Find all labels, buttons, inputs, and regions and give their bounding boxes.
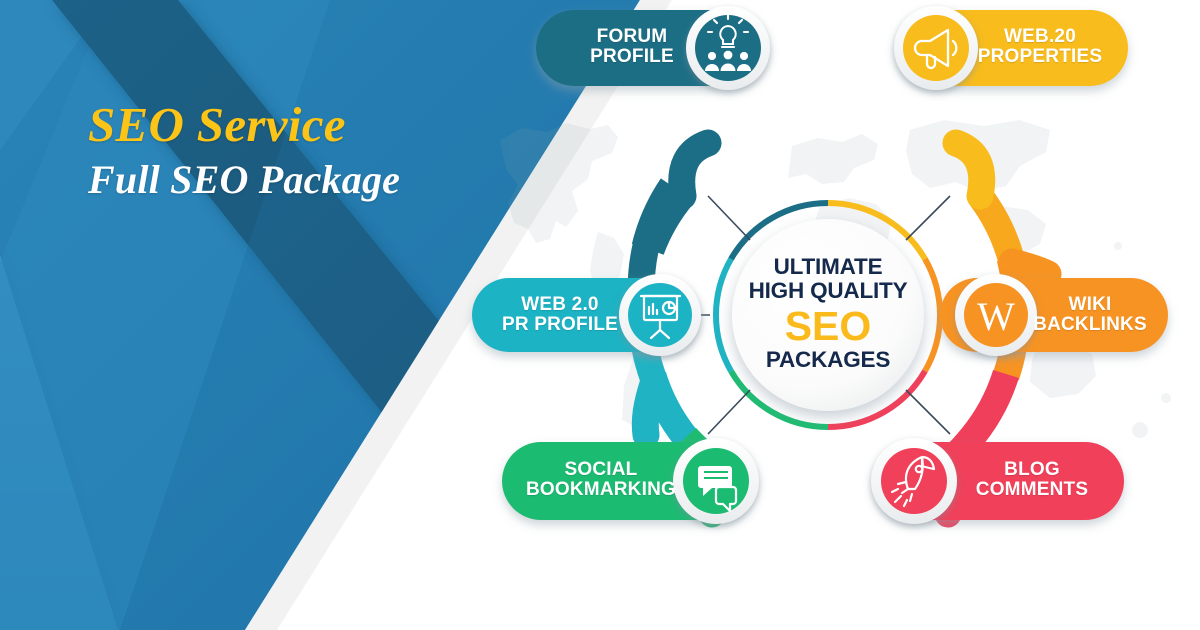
node-blog-comments-icon [871,438,957,524]
rocket-icon [890,455,936,508]
diagram-graphics: W [472,6,1171,528]
page-title: SEO Service [88,97,346,152]
page-subtitle: Full SEO Package [88,156,401,202]
lightbulb-people-icon [706,13,750,49]
node-web20-pr-profile-icon [619,274,701,356]
node-forum-profile-icon [686,6,770,90]
hub-circle [732,219,924,411]
title-block: SEO Service Full SEO Package [88,97,468,203]
seo-packages-diagram: W [440,0,1200,630]
node-wiki-backlinks-icon: W [955,274,1037,356]
chat-bubbles-icon [698,466,738,513]
hub-segment-ring [712,200,944,430]
presentation-chart-icon [639,294,682,340]
people-group-icon [705,50,751,71]
node-web20-properties-icon [894,6,978,90]
megaphone-icon [913,28,958,70]
node-social-bookmarking-icon [673,438,759,524]
wikipedia-w-icon: W [977,294,1015,339]
